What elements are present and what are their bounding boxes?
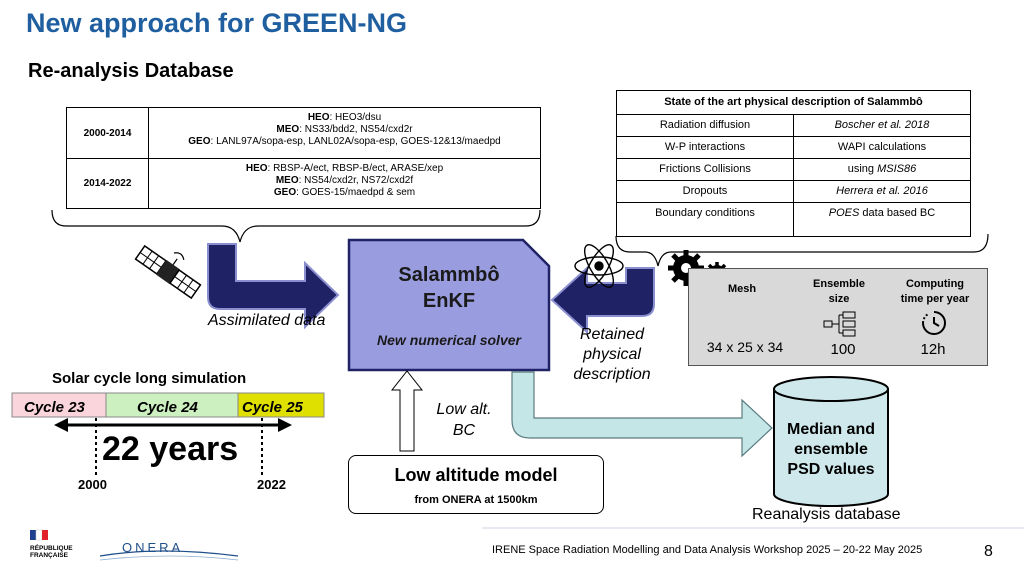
onera-logo: ONERA [122,540,184,555]
cycle-23-label: Cycle 23 [24,399,85,416]
low-altitude-model-subtitle: from ONERA at 1500km [414,494,538,506]
period-cell: 2014-2022 [67,159,149,208]
solver-subtitle: New numerical solver [377,332,521,348]
database-cylinder [773,376,889,507]
simulation-duration: 22 years [102,430,239,468]
retained-description-arrow [550,265,655,335]
assimilated-data-label: Assimilated data [208,312,326,329]
solver-name-line2: EnKF [422,290,476,312]
solver-box [347,238,551,372]
tree-icon [823,311,856,337]
period-cell: 2000-2014 [67,108,149,158]
table-row: W-P interactions WAPI calculations [617,137,970,159]
computing-time-value: 12h [920,341,946,358]
table-row: Dropouts Herrera et al. 2016 [617,181,970,203]
footer-text: IRENE Space Radiation Modelling and Data… [492,544,923,556]
table-row: 2014-2022 HEO: RBSP-A/ect, RBSP-B/ect, A… [67,159,540,208]
cycle-24-label: Cycle 24 [137,399,198,416]
slide-title: New approach for GREEN-NG [26,8,408,38]
low-altitude-model-box: Low altitude model from ONERA at 1500km [348,455,604,514]
atom-icon [574,244,624,288]
footer-decor [30,527,1024,561]
year-end: 2022 [257,477,286,492]
cycle-25-label: Cycle 25 [242,399,303,416]
brace-left [51,209,541,243]
table-header: State of the art physical description of… [617,91,970,115]
year-start: 2000 [78,477,107,492]
assimilated-data-arrow [207,243,340,330]
solver-name-line1: Salammbô [398,264,500,286]
slide-subtitle: Re-analysis Database [28,60,234,82]
mesh-label: Mesh [727,283,757,295]
low-altitude-model-title: Low altitude model [394,465,558,485]
low-altitude-bc-arrow [390,370,424,452]
low-altitude-bc-label: Low alt.BC [436,401,492,439]
table-row: Radiation diffusion Boscher et al. 2018 [617,115,970,137]
page-number: 8 [984,543,993,560]
table-row: Frictions Collisions using MSIS86 [617,159,970,181]
table-row: 2000-2014 HEO: HEO3/dsu MEO: NS33/bdd2, … [67,108,540,159]
table-row: Boundary conditions POES data based BC [617,203,970,236]
mesh-value: 34 x 25 x 34 [706,339,784,355]
solar-cycle-title: Solar cycle long simulation [52,370,247,387]
physics-description-table: State of the art physical description of… [616,90,971,237]
brace-right [615,233,989,267]
duration-arrow [54,418,292,432]
ensemble-value: 100 [830,341,856,358]
satellite-list: HEO: HEO3/dsu MEO: NS33/bdd2, NS54/cxd2r… [188,112,501,147]
satellite-list: HEO: RBSP-A/ect, RBSP-B/ect, ARASE/xep M… [245,163,444,198]
clock-icon [922,311,946,335]
satellite-icon [134,244,202,300]
orbit-data-table: 2000-2014 HEO: HEO3/dsu MEO: NS33/bdd2, … [66,107,541,209]
database-caption: Reanalysis database [752,506,901,523]
solar-cycle-bar [11,392,325,418]
output-flow-arrow [511,371,773,458]
